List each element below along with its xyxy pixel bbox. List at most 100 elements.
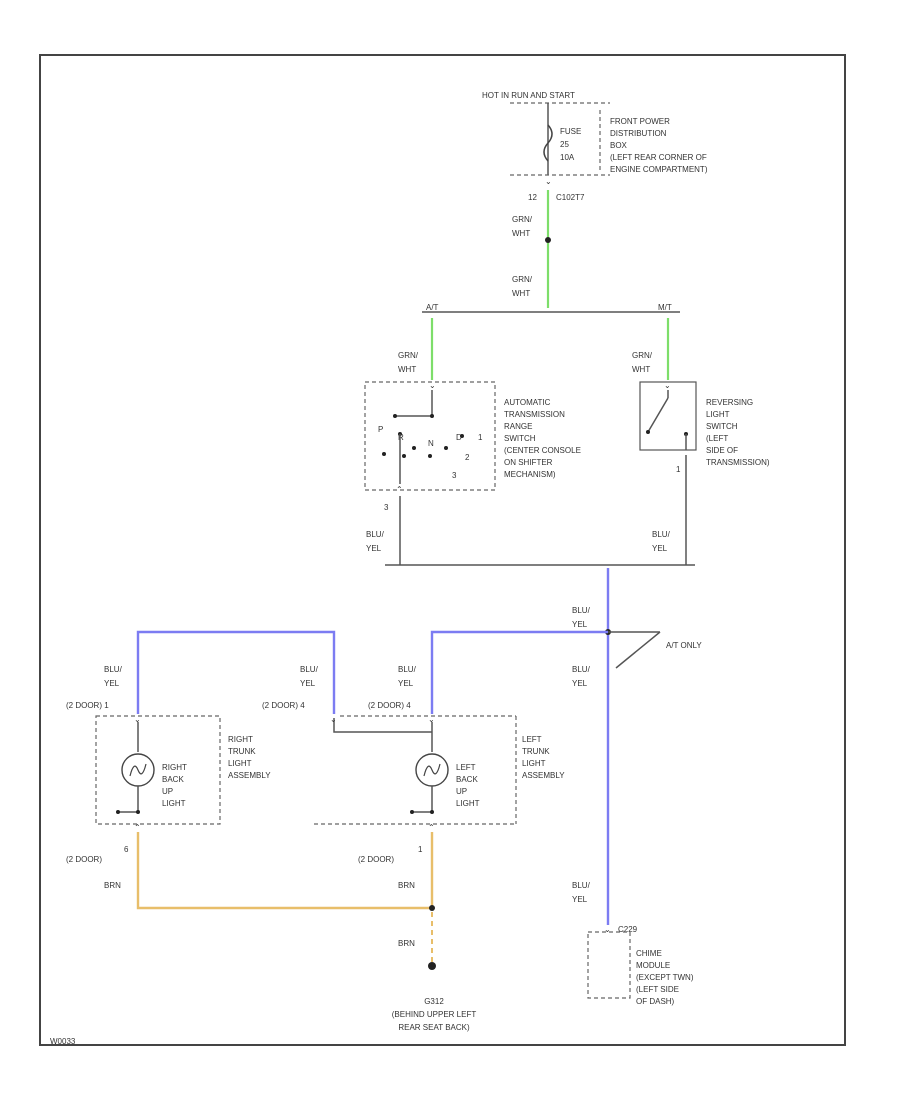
- wire-label-wht: WHT: [632, 365, 650, 374]
- fuse-desc-line: DISTRIBUTION: [610, 129, 667, 138]
- trs-contact: [444, 446, 448, 450]
- left-bulb-label: LEFT BACK UP LIGHT: [456, 763, 480, 808]
- trs-desc-line: ON SHIFTER: [504, 458, 553, 467]
- at-only-note: A/T ONLY: [666, 641, 702, 650]
- bulb-label-line: UP: [456, 787, 467, 796]
- chime-desc-line: MODULE: [636, 961, 670, 970]
- trs-desc-line: SWITCH: [504, 434, 536, 443]
- ground-point-icon: [428, 962, 436, 970]
- fuse-desc-line: ENGINE COMPARTMENT): [610, 165, 708, 174]
- left-ground-conn: (2 DOOR): [358, 855, 394, 864]
- trs-desc-line: RANGE: [504, 422, 532, 431]
- bulb-filament-icon: [129, 763, 147, 777]
- trs-contact: [412, 446, 416, 450]
- trs-desc-line: MECHANISM): [504, 470, 556, 479]
- rev-desc-line: REVERSING: [706, 398, 753, 407]
- trs-desc-line: TRANSMISSION: [504, 410, 565, 419]
- bulb-contact: [136, 810, 140, 814]
- chime-desc-line: (LEFT SIDE: [636, 985, 679, 994]
- trs-contact: [393, 414, 397, 418]
- diagram-frame: [39, 54, 846, 1046]
- wire-label-yel: YEL: [572, 679, 588, 688]
- left-desc-line: LIGHT: [522, 759, 546, 768]
- chime-module-description: CHIME MODULE (EXCEPT TWN) (LEFT SIDE OF …: [636, 949, 694, 1006]
- chime-desc-line: OF DASH): [636, 997, 675, 1006]
- fuse-desc-line: BOX: [610, 141, 628, 150]
- left-light-conn-label: (2 DOOR) 4: [368, 701, 411, 710]
- connector-arrow-icon: ⌄: [545, 177, 552, 186]
- left-light-mid-conn-label: (2 DOOR) 4: [262, 701, 305, 710]
- wire-label-blu: BLU/: [572, 665, 591, 674]
- bulb-label-line: LIGHT: [456, 799, 480, 808]
- trs-switch-box: [364, 381, 496, 491]
- wire-label-blu: BLU/: [104, 665, 123, 674]
- wire-label-yel: YEL: [366, 544, 382, 553]
- brn-right-ground-wire: [136, 832, 432, 910]
- trs-position: R: [398, 433, 404, 442]
- rev-desc-line: SWITCH: [706, 422, 738, 431]
- bulb-label-line: LIGHT: [162, 799, 186, 808]
- trs-contact: [428, 454, 432, 458]
- rev-desc-line: LIGHT: [706, 410, 730, 419]
- trs-position: P: [378, 425, 383, 434]
- right-desc-line: LIGHT: [228, 759, 252, 768]
- right-bulb-label: RIGHT BACK UP LIGHT: [162, 763, 187, 808]
- fuse-number: 25: [560, 140, 569, 149]
- wire-label-yel: YEL: [104, 679, 120, 688]
- trs-desc-line: (CENTER CONSOLE: [504, 446, 581, 455]
- at-tag: A/T: [426, 303, 439, 312]
- trs-position: N: [428, 439, 434, 448]
- wire-label-blu: BLU/: [300, 665, 319, 674]
- rev-desc-line: TRANSMISSION): [706, 458, 770, 467]
- wire-label-blu: BLU/: [572, 606, 591, 615]
- trs-position: 2: [465, 453, 470, 462]
- trs-position: 3: [452, 471, 457, 480]
- wire-label-yel: YEL: [572, 895, 588, 904]
- wire-label-wht: WHT: [512, 229, 530, 238]
- wire-label-wht: WHT: [512, 289, 530, 298]
- connector-arrow-icon: ⌄: [664, 381, 671, 390]
- chime-desc-line: CHIME: [636, 949, 662, 958]
- fuse-desc-line: (LEFT REAR CORNER OF: [610, 153, 707, 162]
- chime-connector: C229: [618, 925, 638, 934]
- connector-id: C102T7: [556, 193, 585, 202]
- trs-position: D: [456, 433, 462, 442]
- hot-in-run-start-label: HOT IN RUN AND START: [482, 91, 575, 100]
- ground-desc-line: (BEHIND UPPER LEFT: [392, 1010, 477, 1019]
- left-desc-line: LEFT: [522, 735, 542, 744]
- bulb-contact: [430, 810, 434, 814]
- fuse-label: FUSE: [560, 127, 581, 136]
- fuse-rating: 10A: [560, 153, 575, 162]
- wire-label-brn: BRN: [398, 939, 415, 948]
- bulb-label-line: UP: [162, 787, 173, 796]
- trs-contact: [430, 414, 434, 418]
- right-light-conn-label: (2 DOOR) 1: [66, 701, 109, 710]
- splice-dot: [545, 237, 551, 243]
- right-desc-line: ASSEMBLY: [228, 771, 271, 780]
- jumper-wire: [333, 718, 432, 733]
- at-only-leader: [615, 631, 661, 669]
- connector-arrow-icon: ⌄: [428, 715, 435, 724]
- bulb-label-line: LEFT: [456, 763, 476, 772]
- trs-contact: [460, 434, 464, 438]
- connector-arrow-icon: ⌃: [396, 485, 403, 494]
- right-ground-pin: 6: [124, 845, 129, 854]
- trs-desc-line: AUTOMATIC: [504, 398, 551, 407]
- ground-desc-line: REAR SEAT BACK): [398, 1023, 470, 1032]
- ground-id: G312: [424, 997, 444, 1006]
- connector-arrow-icon: ⌄: [134, 715, 141, 724]
- wire-label-brn: BRN: [398, 881, 415, 890]
- right-trunk-light-box: [95, 715, 221, 825]
- connector-arrow-icon: ⌄: [604, 925, 611, 934]
- wire-label-yel: YEL: [652, 544, 668, 553]
- fuse-box-description: FRONT POWER DISTRIBUTION BOX (LEFT REAR …: [610, 117, 708, 174]
- rev-desc-line: (LEFT: [706, 434, 728, 443]
- wire-label-grn: GRN/: [512, 215, 533, 224]
- wire-label-yel: YEL: [398, 679, 414, 688]
- rev-switch-arm: [647, 397, 669, 433]
- left-desc-line: TRUNK: [522, 747, 550, 756]
- wire-label-brn: BRN: [104, 881, 121, 890]
- mt-tag: M/T: [658, 303, 672, 312]
- rev-desc-line: SIDE OF: [706, 446, 738, 455]
- connector-arrow-icon: ⌃: [428, 823, 435, 832]
